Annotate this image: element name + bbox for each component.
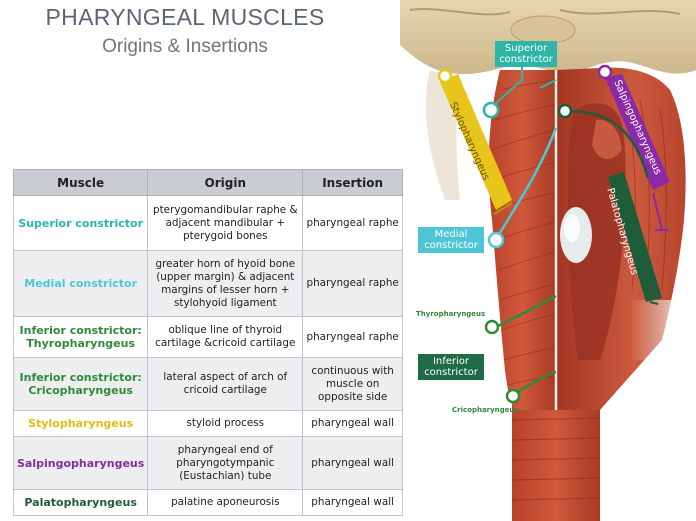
inferior-constrictor-pointer — [418, 354, 557, 404]
muscle-name: Superior constrictor — [12, 195, 149, 251]
superior-constrictor-label: Superior constrictor — [499, 43, 553, 65]
muscle-origin: pharyngeal end of pharyngotympanic (Eust… — [147, 436, 304, 490]
thyropharyngeus-label: Thyropharyngeus — [416, 310, 486, 318]
muscle-name: Stylopharyngeus — [12, 410, 149, 437]
table-row: Stylopharyngeus styloid process pharynge… — [12, 410, 403, 437]
muscle-insertion: pharyngeal raphe — [302, 316, 403, 358]
muscle-insertion: pharyngeal raphe — [302, 195, 403, 251]
muscle-name: Salpingopharyngeus — [12, 436, 149, 490]
table-header-row: Muscle Origin Insertion — [12, 169, 403, 196]
muscle-insertion: pharyngeal wall — [302, 410, 403, 437]
esophagus — [511, 400, 601, 521]
muscle-insertion: pharyngeal raphe — [302, 250, 403, 317]
table-row: Superior constrictor pterygomandibular r… — [12, 195, 403, 251]
cricopharyngeus-label: Cricopharyngeus — [452, 406, 519, 414]
thyropharyngeus-pointer — [484, 294, 557, 335]
muscle-origin: greater horn of hyoid bone (upper margin… — [147, 250, 304, 317]
table-row: Salpingopharyngeus pharyngeal end of pha… — [12, 436, 403, 490]
muscle-insertion: pharyngeal wall — [302, 436, 403, 490]
muscle-origin: oblique line of thyroid cartilage &crico… — [147, 316, 304, 358]
muscle-origin: lateral aspect of arch of cricoid cartil… — [147, 357, 304, 411]
table-row: Palatopharyngeus palatine aponeurosis ph… — [12, 489, 403, 516]
palatopharyngeus-band — [557, 103, 662, 305]
page-subtitle: Origins & Insertions — [102, 36, 268, 57]
muscle-insertion: pharyngeal wall — [302, 489, 403, 516]
header-insertion: Insertion — [302, 169, 403, 196]
stylopharyngeus-band — [437, 68, 513, 215]
medial-constrictor-label: Medial constrictor — [424, 229, 478, 251]
salpingopharyngeus-band — [597, 64, 670, 231]
muscle-name: Medial constrictor — [12, 250, 149, 317]
muscle-origin: pterygomandibular raphe & adjacent mandi… — [147, 195, 304, 251]
muscle-insertion: continuous with muscle on opposite side — [302, 357, 403, 411]
pharynx-left-wall — [488, 70, 557, 410]
muscle-origin: styloid process — [147, 410, 304, 437]
header-origin: Origin — [147, 169, 304, 196]
skull-base — [400, 0, 696, 200]
inferior-constrictor-label: Inferior constrictor — [424, 356, 478, 378]
superior-constrictor-pointer — [482, 41, 557, 119]
pharynx-illustration — [400, 0, 696, 521]
table-row: Inferior constrictor: Cricopharyngeus la… — [12, 357, 403, 411]
muscle-name: Inferior constrictor: Cricopharyngeus — [12, 357, 149, 411]
table-row: Medial constrictor greater horn of hyoid… — [12, 250, 403, 317]
page-title: PHARYNGEAL MUSCLES — [45, 4, 325, 30]
muscle-origin: palatine aponeurosis — [147, 489, 304, 516]
muscle-name: Palatopharyngeus — [12, 489, 149, 516]
medial-constrictor-pointer — [418, 127, 558, 253]
muscle-name: Inferior constrictor: Thyropharyngeus — [12, 316, 149, 358]
muscle-table: Muscle Origin Insertion Superior constri… — [12, 169, 403, 516]
table-row: Inferior constrictor: Thyropharyngeus ob… — [12, 316, 403, 358]
header-muscle: Muscle — [12, 169, 149, 196]
